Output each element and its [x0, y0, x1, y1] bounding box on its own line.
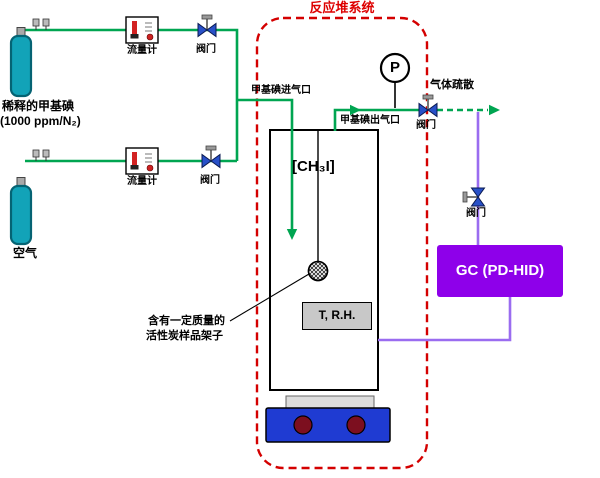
- inlet-line: [237, 98, 294, 229]
- sample-callout-line2: 活性炭样品架子: [146, 330, 223, 342]
- gas-cylinder-air-icon: [9, 149, 50, 246]
- gc-return-line: [378, 297, 512, 342]
- gc-valve-icon: [462, 187, 486, 207]
- pressure-gauge-letter: P: [389, 59, 400, 77]
- flowmeter-1-label: 流量计: [127, 45, 157, 56]
- vent-valve-label: 阀门: [416, 120, 436, 131]
- flow-arrow: [350, 104, 361, 116]
- valve-2-label: 阀门: [200, 175, 220, 186]
- outlet-line: [333, 108, 419, 131]
- heater-knob-icon: [346, 415, 366, 435]
- sample-callout-line1: 含有一定质量的: [148, 315, 225, 327]
- gas-cylinder-methyl-iodide-icon: [9, 18, 50, 98]
- flowmeter-1-icon: [125, 16, 159, 44]
- heater-knob-icon: [293, 415, 313, 435]
- flow-arrow: [286, 229, 298, 240]
- sample-holder-hatch: [307, 260, 329, 282]
- gc-valve-label: 阀门: [466, 208, 486, 219]
- air-cylinder-label: 空气: [13, 246, 38, 260]
- methyl-iodide-cylinder-label-line1: 稀释的甲基碘: [2, 99, 75, 113]
- inlet-port-label: 甲基碘进气口: [251, 85, 311, 96]
- reactor-system-boundary: [255, 16, 429, 470]
- reactor-vessel: [269, 129, 379, 391]
- supply-line-methyl-iodide: [25, 28, 239, 161]
- outlet-port-label: 甲基碘出气口: [340, 115, 400, 126]
- pressure-gauge-icon: [379, 52, 411, 108]
- gc-box: [437, 245, 563, 297]
- valve-2-icon: [201, 145, 221, 169]
- valve-1-label: 阀门: [196, 44, 216, 55]
- gc-label: GC (PD-HID): [455, 262, 545, 280]
- temperature-humidity-sensor-box: T, R.H.: [302, 302, 372, 330]
- vent-valve-icon: [418, 94, 438, 118]
- flow-arrow: [489, 104, 500, 116]
- heater-icon: [265, 395, 391, 443]
- vent-label: 气体疏散: [430, 79, 474, 91]
- valve-1-icon: [197, 14, 217, 38]
- flowmeter-2-label: 流量计: [127, 176, 157, 187]
- callout-line: [229, 273, 310, 322]
- methyl-iodide-cylinder-label-line2: (1000 ppm/N₂): [0, 114, 81, 128]
- ch3i-gas-label: [CH₃I]: [292, 158, 335, 175]
- diagram-title: 反应堆系统: [309, 0, 375, 15]
- flowmeter-2-icon: [125, 147, 159, 175]
